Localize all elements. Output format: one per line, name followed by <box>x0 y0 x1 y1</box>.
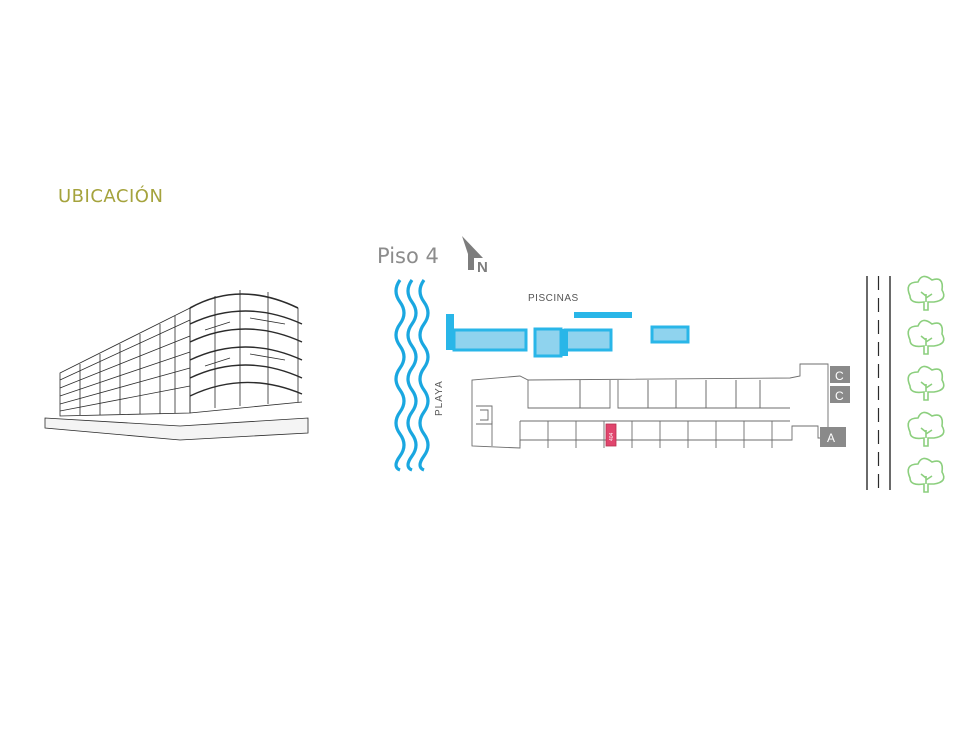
beach-label: PLAYA <box>434 380 445 416</box>
highlighted-unit: 404 <box>605 423 617 447</box>
tree-icon <box>907 365 945 401</box>
building-footprint <box>471 363 829 449</box>
marker-c-1-letter: C <box>835 369 844 383</box>
tree-icon <box>907 275 945 311</box>
marker-a-letter: A <box>827 431 835 445</box>
trees <box>907 275 945 493</box>
compass-letter: N <box>477 259 488 276</box>
marker-c-1 <box>830 366 850 383</box>
floor-plan: N PLAYA PISCINAS <box>394 236 945 493</box>
pools <box>446 312 690 358</box>
floor-label: Piso 4 <box>377 244 439 268</box>
sea-waves <box>394 279 430 472</box>
north-arrow-icon: N <box>462 236 488 276</box>
section-title: UBICACIÓN <box>58 186 164 207</box>
tree-icon <box>907 319 945 355</box>
highlighted-unit-number: 404 <box>609 432 615 441</box>
building-illustration <box>44 290 309 441</box>
tree-icon <box>907 411 945 447</box>
tree-icon <box>907 457 945 493</box>
marker-c-2-letter: C <box>835 389 844 403</box>
marker-c-2 <box>830 386 850 403</box>
marker-a <box>820 427 846 447</box>
access-markers: C C A <box>820 366 850 447</box>
road <box>866 276 891 490</box>
pools-label: PISCINAS <box>528 293 579 304</box>
